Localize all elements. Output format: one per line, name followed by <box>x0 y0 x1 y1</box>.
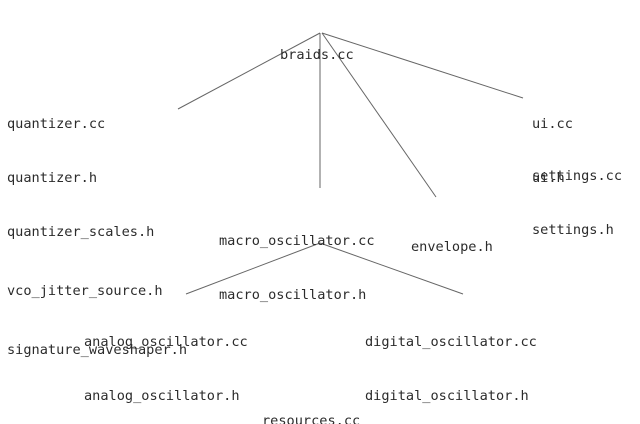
node-digital-oscillator-group: digital_oscillator.cc digital_oscillator… <box>365 297 537 424</box>
node-macro-oscillator-group: macro_oscillator.cc macro_oscillator.h <box>219 196 375 340</box>
node-envelope: envelope.h <box>411 202 493 292</box>
node-label: signature_waveshaper.h <box>7 342 188 358</box>
node-label: quantizer.h <box>7 170 98 186</box>
node-resources-group: resources.cc resources.h <box>262 376 360 424</box>
node-label: macro_oscillator.cc <box>219 233 375 249</box>
edge-root-to-ui <box>321 32 524 99</box>
node-label: envelope.h <box>411 239 493 255</box>
node-label: ui.cc <box>532 116 573 132</box>
node-label: vco_jitter_source.h <box>7 283 163 299</box>
node-label: digital_oscillator.h <box>365 388 529 404</box>
node-label: digital_oscillator.cc <box>365 334 537 350</box>
node-braids: braids.cc <box>280 10 354 100</box>
edge-root-to-quantizer <box>177 32 321 110</box>
node-label: analog_oscillator.cc <box>84 334 248 350</box>
node-label: macro_oscillator.h <box>219 287 367 303</box>
node-label: braids.cc <box>280 47 354 63</box>
node-label: settings.h <box>532 222 614 238</box>
node-label: ui.h <box>532 170 565 186</box>
node-settings-group: settings.cc settings.h <box>532 131 622 275</box>
node-ui-group: ui.cc ui.h <box>532 79 573 223</box>
edge-macro-to-analog-oscillator <box>185 242 321 295</box>
node-label: quantizer.cc <box>7 116 106 132</box>
node-label: resources.cc <box>262 413 361 424</box>
node-label: quantizer_scales.h <box>7 224 155 240</box>
node-analog-oscillator-group: analog_oscillator.cc analog_oscillator.h <box>84 297 248 424</box>
edge-macro-to-digital-oscillator <box>319 242 464 295</box>
node-label: settings.cc <box>532 168 623 184</box>
node-label: analog_oscillator.h <box>84 388 240 404</box>
node-quantizer-group: quantizer.cc quantizer.h quantizer_scale… <box>7 79 187 395</box>
edge-root-to-envelope <box>321 32 437 198</box>
